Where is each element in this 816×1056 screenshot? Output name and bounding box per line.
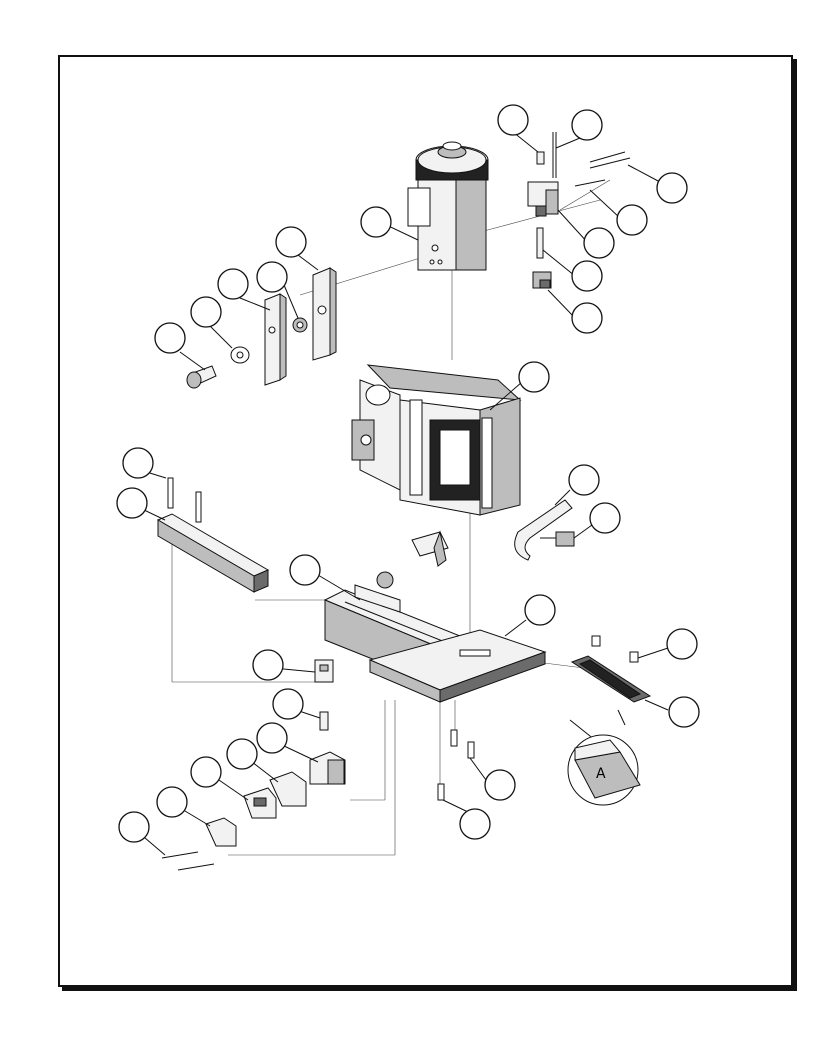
callout-circle [122,447,154,479]
callout-circle [272,688,304,720]
callout-circles [116,104,700,843]
callout-circle [518,361,550,393]
linkage-parts [186,267,337,389]
spindle-motor-unit [407,141,489,271]
callout-circle [656,172,688,204]
callout-circle [190,296,222,328]
callout-circle [289,554,321,586]
callout-circle [616,204,648,236]
callout-circle [252,649,284,681]
callout-circle [497,104,529,136]
callout-circle [156,786,188,818]
callout-circle [666,628,698,660]
right-plate [570,635,652,703]
indicator-part [411,530,449,567]
callout-circle [568,464,600,496]
callout-circle [256,722,288,754]
long-bar [156,477,270,593]
main-body-block [351,364,522,516]
callout-circle [484,769,516,801]
callout-circle [256,261,288,293]
callout-circle [275,226,307,258]
callout-circle [360,206,392,238]
callout-circle [118,811,150,843]
callout-circle [571,302,603,334]
detail-view: A [567,709,641,806]
callout-circle [583,227,615,259]
clamp-parts [161,659,346,871]
callout-circle [589,502,621,534]
detail-label: A [596,766,606,782]
callout-circle [116,487,148,519]
callout-circle [154,322,186,354]
callout-circle [668,696,700,728]
base-plate [368,629,547,703]
callout-circle [571,109,603,141]
hook-bracket [514,499,575,561]
callout-circle [190,756,222,788]
callout-circle [459,808,491,840]
callout-circle [217,268,249,300]
callout-circle [571,260,603,292]
base-screws [437,729,475,801]
callout-circle [524,594,556,626]
top-right-small-parts [527,132,631,289]
callout-circle [226,738,258,770]
